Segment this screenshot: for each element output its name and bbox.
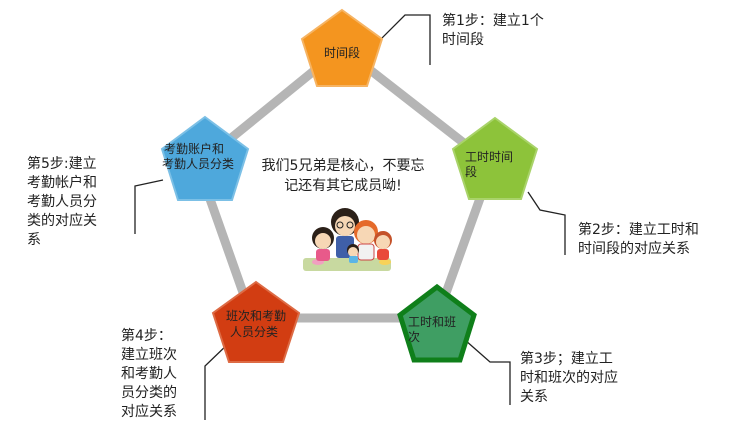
family-illustration bbox=[303, 208, 392, 271]
node-worktime-period-label-2: 段 bbox=[465, 164, 477, 179]
center-message-line2: 记还有其它成员呦! bbox=[284, 178, 402, 194]
node-shift-staff-label-1: 班次和考勤 bbox=[226, 309, 286, 323]
step-4-label: 第4步： 建立班次 和考勤人 员分类的 对应关系 bbox=[121, 328, 177, 420]
center-message-line1: 我们5兄弟是核心，不要忘 bbox=[261, 158, 425, 174]
callout-line-step2 bbox=[527, 191, 566, 255]
node-account-staff-label-2: 考勤人员分类 bbox=[162, 157, 234, 171]
step-5-label: 第5步:建立 考勤帐户和 考勤人员分 类的对应关 系 bbox=[27, 156, 97, 248]
node-worktime-shift-label-1: 工时和班 bbox=[408, 315, 456, 329]
node-time-period: 时间段 bbox=[300, 8, 384, 87]
callout-line-step5 bbox=[134, 179, 164, 234]
node-worktime-period-label-1: 工时时间 bbox=[465, 150, 513, 164]
node-worktime-shift-label-2: 次 bbox=[408, 330, 420, 344]
step-3-label: 第3步；建立工 时和班次的对应 关系 bbox=[520, 351, 618, 405]
center-message: 我们5兄弟是核心，不要忘 记还有其它成员呦! bbox=[255, 156, 431, 196]
node-account-staff-label-1: 考勤账户和 bbox=[164, 141, 224, 156]
node-account-staff: 考勤账户和 考勤人员分类 bbox=[160, 115, 250, 201]
callout-line-step3 bbox=[464, 339, 511, 405]
step-2-label: 第2步：建立工时和 时间段的对应关系 bbox=[578, 222, 699, 257]
callout-line-step4 bbox=[204, 341, 231, 420]
node-shift-staff: 班次和考勤 人员分类 bbox=[211, 280, 301, 363]
step-1-label: 第1步：建立1个 时间段 bbox=[442, 13, 544, 48]
node-time-period-label: 时间段 bbox=[324, 45, 360, 60]
node-worktime-period: 工时时间 段 bbox=[451, 116, 539, 200]
node-worktime-shift: 工时和班 次 bbox=[397, 283, 477, 363]
callout-line-step1 bbox=[377, 14, 431, 65]
node-shift-staff-label-2: 人员分类 bbox=[230, 325, 278, 339]
